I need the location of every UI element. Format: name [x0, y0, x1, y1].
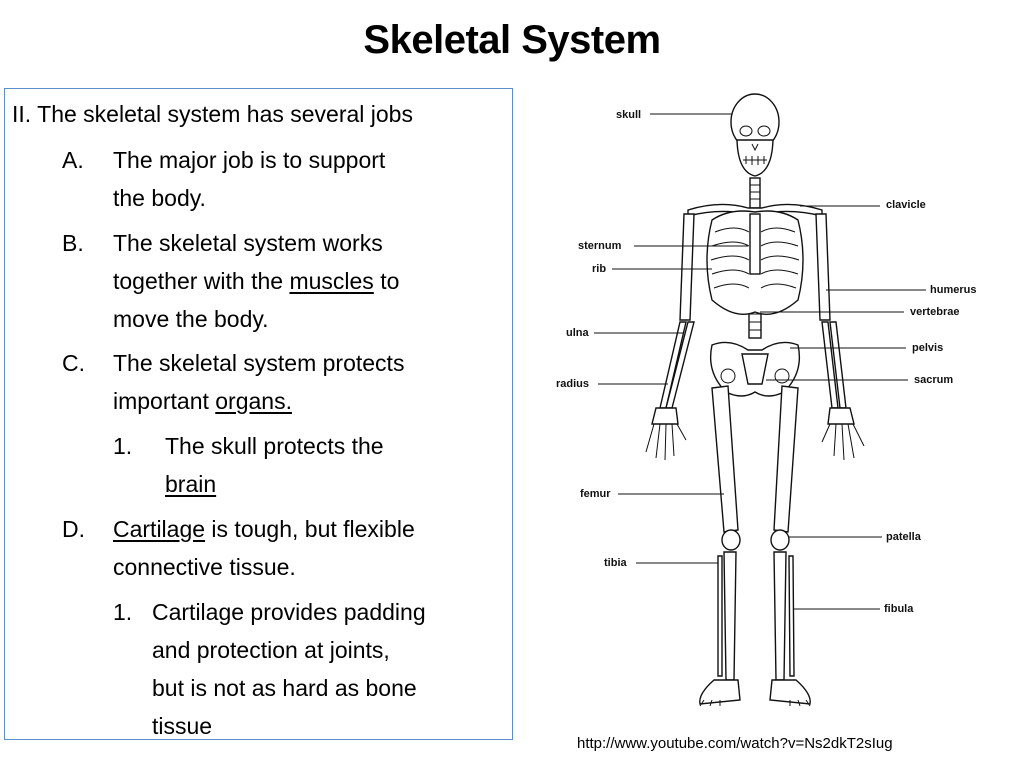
list-text-line: The skull protects the — [165, 433, 384, 459]
brain-link[interactable]: brain — [165, 471, 217, 497]
list-marker: B. — [62, 230, 84, 256]
skeleton-diagram: skull clavicle sternum rib humerus verte… — [556, 93, 976, 707]
source-url-link[interactable]: http://www.youtube.com/watch?v=Ns2dkT2sI… — [577, 735, 893, 752]
list-text-line: connective tissue. — [113, 554, 296, 580]
list-marker: A. — [62, 147, 84, 173]
content-textbox: II. The skeletal system has several jobs… — [4, 88, 513, 740]
cartilage-link[interactable]: Cartilage — [113, 516, 206, 542]
intro-line: II. The skeletal system has several jobs — [12, 101, 413, 127]
leader-lines — [594, 113, 926, 610]
list-marker: D. — [62, 516, 85, 542]
list-marker: 1. — [113, 599, 133, 625]
list-text-line: The skeletal system protects — [113, 350, 405, 376]
list-text-line: brain — [165, 465, 505, 503]
list-marker: 1. — [113, 433, 133, 459]
hand-bones — [645, 407, 865, 461]
foot-bones — [699, 679, 811, 707]
skull-bone — [730, 93, 780, 177]
humerus-bone — [679, 213, 831, 321]
label-vertebrae: vertebrae — [910, 306, 960, 318]
label-ulna: ulna — [566, 327, 589, 339]
list-text-line: together with the muscles to — [113, 262, 503, 300]
text-fragment: together with the — [113, 268, 290, 294]
label-tibia: tibia — [604, 557, 627, 569]
text-fragment: is tough, but flexible — [205, 516, 415, 542]
sacrum-bone — [741, 353, 769, 385]
text-fragment: to — [373, 268, 400, 294]
sternum-bone — [749, 213, 761, 275]
label-humerus: humerus — [930, 284, 976, 296]
list-text-line: and protection at joints, — [152, 637, 390, 663]
list-text-line: move the body. — [113, 306, 269, 332]
list-text-line: but is not as hard as bone — [152, 675, 417, 701]
label-sternum: sternum — [578, 240, 622, 252]
organs-link[interactable]: organs. — [215, 388, 292, 414]
list-marker: C. — [62, 350, 85, 376]
list-text-line: Cartilage provides padding — [152, 599, 426, 625]
label-pelvis: pelvis — [912, 342, 943, 354]
label-skull: skull — [616, 109, 641, 121]
patella-bone — [721, 529, 790, 551]
label-patella: patella — [886, 531, 922, 543]
list-text-line: important organs. — [113, 382, 503, 420]
label-fibula: fibula — [884, 603, 914, 615]
list-text-line: Cartilage is tough, but flexible — [113, 510, 508, 548]
femur-bone — [711, 385, 799, 533]
label-radius: radius — [556, 378, 589, 390]
list-text-line: the body. — [113, 185, 206, 211]
text-fragment: important — [113, 388, 216, 414]
muscles-link[interactable]: muscles — [289, 268, 374, 294]
slide-title: Skeletal System — [363, 18, 661, 62]
list-text-line: tissue — [152, 713, 213, 739]
forearm-bones — [659, 321, 847, 409]
list-text-line: The major job is to support — [113, 147, 386, 173]
label-femur: femur — [580, 488, 611, 500]
ribcage — [706, 210, 804, 315]
label-sacrum: sacrum — [914, 374, 953, 386]
label-clavicle: clavicle — [886, 199, 926, 211]
label-rib: rib — [592, 263, 606, 275]
list-text-line: The skeletal system works — [113, 230, 383, 256]
lower-leg-bones — [717, 551, 795, 681]
